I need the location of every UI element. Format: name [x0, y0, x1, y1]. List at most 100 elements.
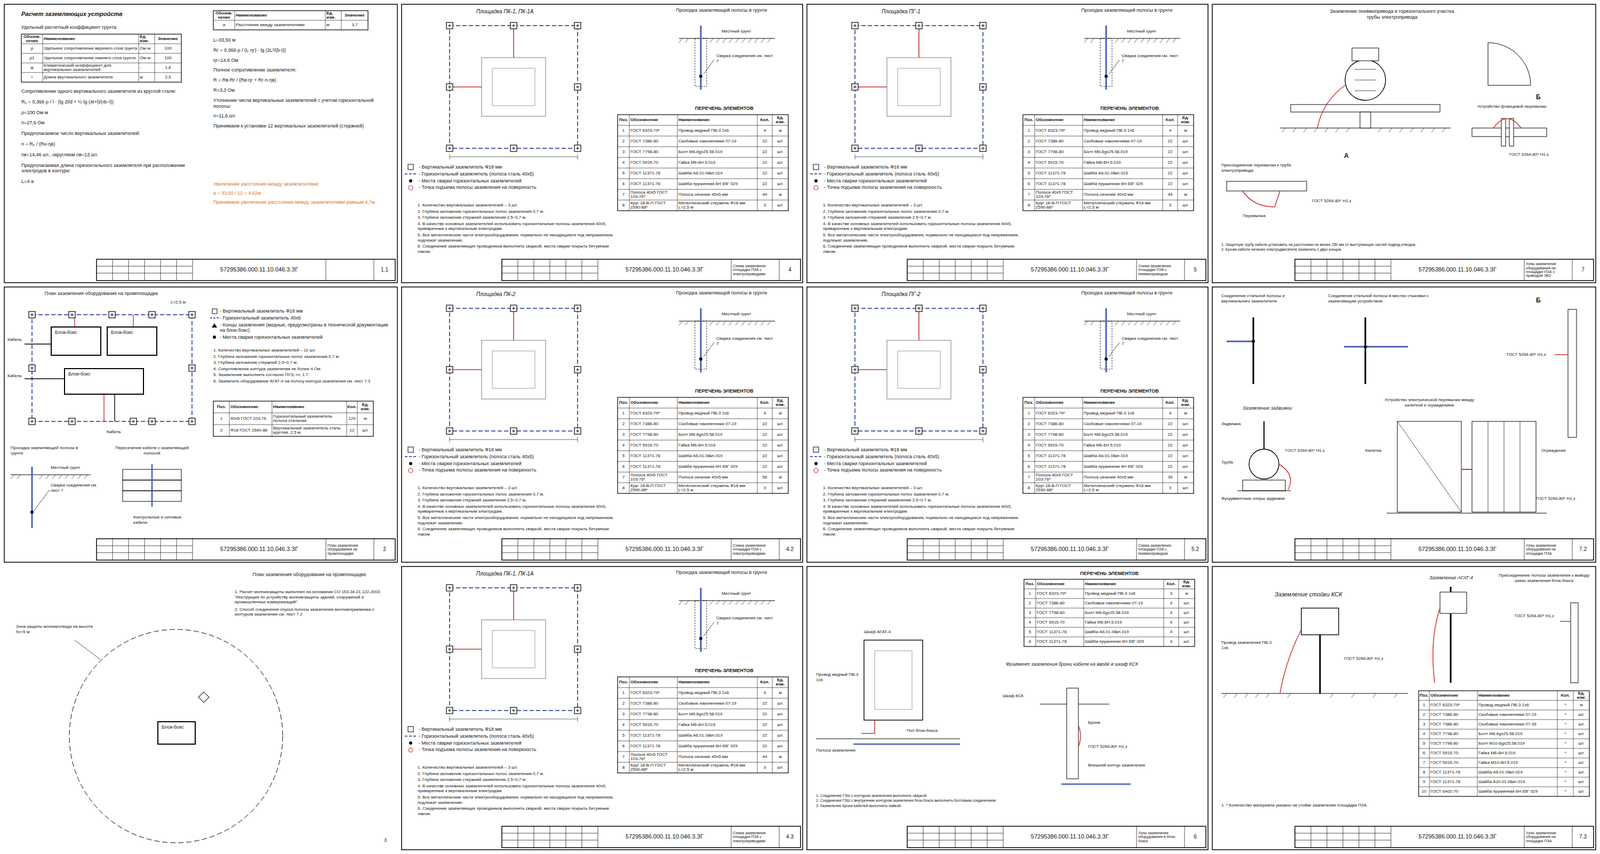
table-cell: 1: [618, 125, 629, 136]
sheet-name: Узлы заземления оборудования на площадке…: [1525, 538, 1571, 560]
table-cell: шт.: [773, 450, 788, 462]
table-cell: ГОСТ 7798-80: [630, 146, 677, 158]
table-cell: шт.: [773, 762, 788, 773]
table-cell: ГОСТ 7386-80: [1430, 709, 1477, 720]
calc-text: Сопротивление одного вертикального зазем…: [21, 88, 203, 95]
table-cell: *: [1558, 738, 1573, 749]
note-text: 4. В качестве основных заземлителей испо…: [822, 221, 1021, 232]
table-cell: шт.: [1178, 136, 1193, 147]
detail-title: Проходка заземляющей полосы в грунте: [668, 7, 775, 14]
table-cell: Шайба А6.01.08кп.019: [1478, 767, 1557, 778]
site-title: Площадка ПК-2: [476, 291, 594, 298]
table-cell: 22: [1163, 461, 1177, 472]
table-cell: 22: [758, 178, 772, 190]
table-cell: Ом·м: [139, 53, 154, 63]
calc-result: Увеличение расстояния между заземлителям…: [213, 181, 384, 188]
detail-title: Проходка заземляющей полосы в грунте: [1073, 7, 1181, 14]
table-cell: Скобовые наконечники 07-19: [1478, 709, 1557, 720]
table-cell: м: [773, 687, 788, 699]
table-cell: шт.: [773, 178, 788, 190]
site-title: Площадка ПГ-2: [881, 291, 999, 298]
table-cell: Вертикальный заземлитель сталь круглая, …: [273, 424, 346, 437]
label-text: Зона защиты молниеотвода на высоте hx=5 …: [16, 624, 96, 635]
table-cell: Шайба пружинная 6Н 65Г 029: [678, 740, 757, 752]
table-cell: Обозначение: [630, 114, 677, 126]
table-cell: шт.: [1574, 738, 1589, 749]
table-cell: м: [773, 189, 788, 200]
table-cell: Гайка М6-6Н.5.019: [1083, 157, 1162, 168]
note-text: 3. Глубина заложения стержней заземления…: [822, 214, 1021, 221]
sheet-name: Узлы заземления оборудования на площадке…: [1525, 259, 1571, 281]
legend-text: - Горизонтальный заземлитель 40х5: [219, 315, 391, 322]
label-text: Местный грунт: [1126, 311, 1181, 317]
table-cell: ГОСТ 7798-80: [1036, 608, 1083, 618]
table-cell: 100: [155, 43, 181, 54]
table-cell: Длина вертикального заземлителя: [43, 72, 138, 83]
table-cell: ГОСТ 7386-80: [1036, 598, 1083, 608]
table-cell: Поз.: [1419, 690, 1429, 701]
table-cell: *: [1558, 757, 1573, 768]
table-cell: Провод медный ПВ-3 1х6: [1083, 125, 1162, 136]
table-cell: 4: [618, 157, 629, 168]
table-cell: 22: [758, 440, 772, 451]
table-cell: ГОСТ 11371-78: [630, 168, 677, 179]
drawing-code: 57295386.000.11.10.046.3.ЗГ: [597, 259, 732, 281]
table-cell: 4: [618, 719, 629, 731]
sheet-number: 3: [384, 837, 387, 844]
sheet-title: План заземления оборудования на промплощ…: [234, 571, 384, 578]
table-cell: 2: [1025, 598, 1035, 608]
table-cell: м: [773, 751, 788, 763]
legend-text: - Места сварки горизонтальных заземлител…: [418, 740, 611, 747]
table-cell: Полоса 40х5 ГОСТ 103-76*: [630, 751, 677, 763]
label-text: ГОСТ 5264-80* Н1,з: [1536, 496, 1576, 502]
table-cell: Ед. изм.: [139, 34, 154, 44]
table-cell: шт.: [1178, 418, 1193, 430]
sheet-number: 7: [1572, 259, 1594, 281]
table-cell: шт.: [1179, 608, 1194, 618]
table-cell: шт.: [773, 418, 788, 430]
table-cell: Шайба пружинная 6Н 65Г 029: [1083, 461, 1162, 472]
table-cell: ГОСТ 11371-78: [1430, 767, 1477, 778]
table-title: ПЕРЕЧЕНЬ ЭЛЕМЕНТОВ: [657, 388, 791, 395]
table-cell: Ед. изм.: [773, 114, 788, 126]
table-cell: Металлический стержень Ф18 мм L=2,5 м: [1083, 482, 1162, 494]
table-cell: Наименование: [678, 114, 757, 126]
table-cell: 6: [1024, 178, 1034, 190]
table-cell: Полоса 40х5 ГОСТ 103-76*: [630, 189, 677, 200]
table-cell: Кол.: [758, 397, 772, 408]
table-cell: Металлический стержень Ф18 мм L=2,5 м: [678, 200, 757, 211]
legend-text: - Вертикальный заземлитель Ф18 мм: [824, 446, 1016, 453]
table-cell: *: [1558, 729, 1573, 739]
table-cell: Гайка М6-6Н.5.019: [678, 157, 757, 168]
table-cell: 100: [155, 53, 181, 63]
table-cell: 6: [1024, 461, 1034, 472]
table-cell: ГОСТ 7386-80: [1035, 418, 1082, 430]
table-cell: 22: [758, 157, 772, 168]
calc-text: ρ=100 Ом·м: [21, 109, 203, 116]
drawing-code: 57295386.000.11.10.046.3.ЗГ: [597, 538, 732, 560]
table-cell: Обозначение: [1430, 690, 1477, 701]
table-cell: 8: [1419, 767, 1429, 778]
label-text: Устройство электрической перемычки между…: [1376, 397, 1483, 408]
table-cell: Гайка М6-6Н.5.019: [1084, 617, 1163, 628]
table-cell: ГОСТ 5915-70: [1035, 440, 1082, 451]
legend-text: - Концы заземления (медные, предусмотрен…: [219, 322, 391, 334]
note-text: 6. Соединение заземляющих проводников вы…: [822, 243, 1021, 254]
table-cell: Полоса сечение 40х5 мм: [1083, 189, 1162, 200]
note-text: 2. Глубина заложения горизонтальных поло…: [417, 771, 615, 777]
table-cell: Круг 18-В-П ГОСТ 2590-88*: [1035, 482, 1082, 494]
label-text: Кабель: [7, 337, 22, 343]
legend-text: - Вертикальный заземлитель Ф18 мм: [824, 164, 1016, 171]
table-cell: Расстояние между заземлителями: [235, 20, 325, 30]
sheet-name: План заземления оборудования на промплощ…: [327, 538, 373, 560]
table-cell: Поз.: [1025, 579, 1035, 589]
table-cell: ГОСТ 6323-79*: [1035, 408, 1082, 419]
table-cell: 3: [618, 146, 629, 158]
table-cell: Поз.: [1024, 114, 1034, 126]
table-cell: 39: [1163, 472, 1177, 483]
table-cell: 22: [1163, 440, 1177, 451]
table-cell: шт.: [1178, 450, 1193, 462]
table-cell: a: [214, 20, 234, 30]
label-text: Сварка соединения см. лист 7: [1121, 53, 1181, 64]
table-cell: ρ1: [22, 53, 42, 63]
